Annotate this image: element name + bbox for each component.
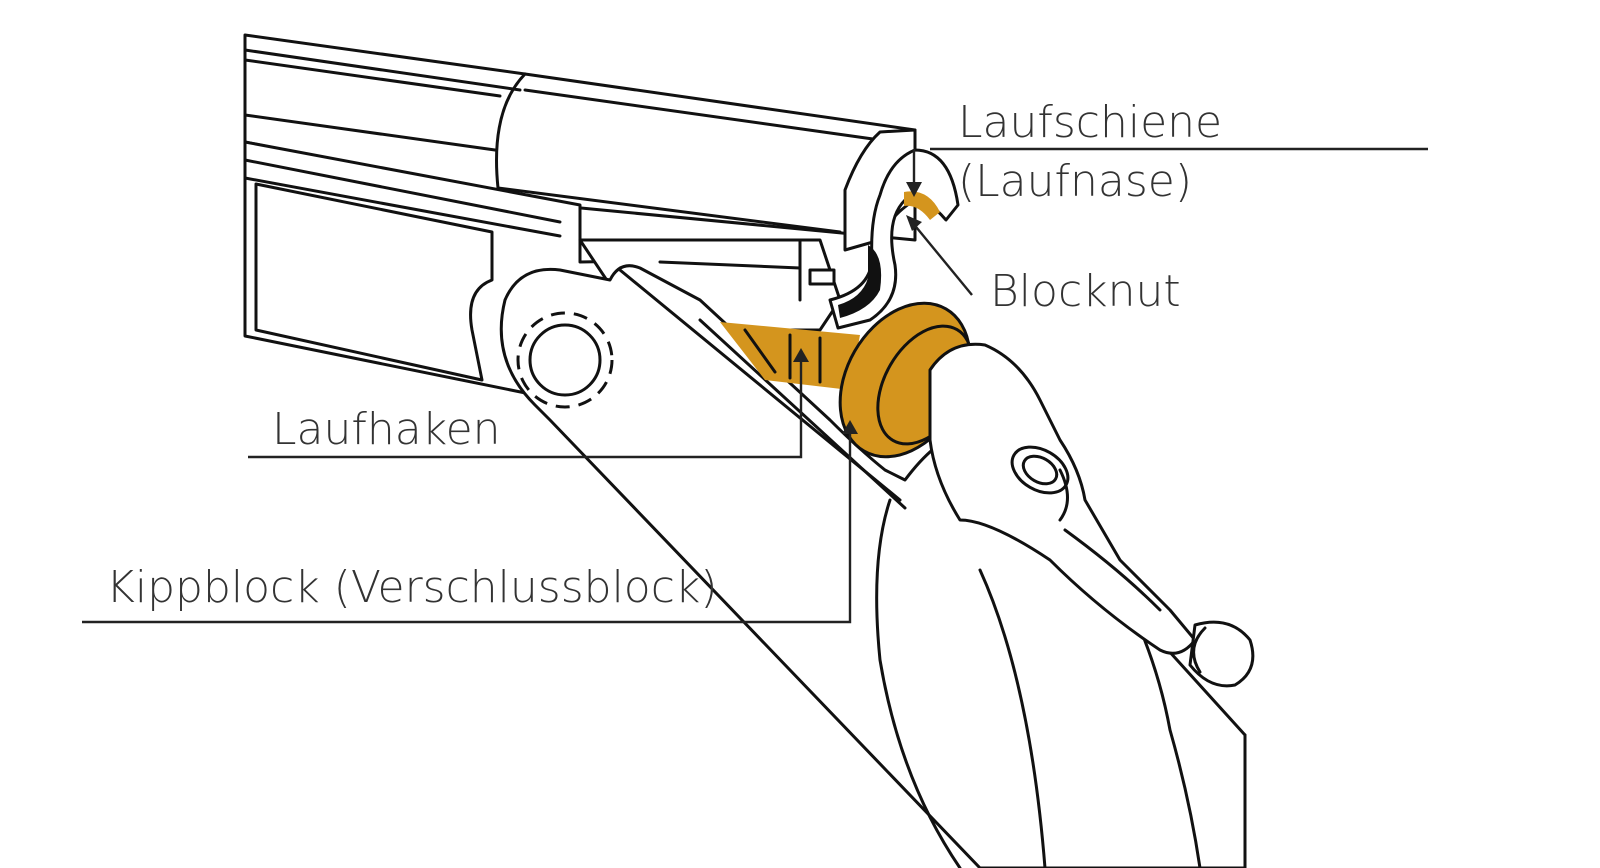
blocknut-highlight [904, 191, 940, 220]
blocknut-arrow [911, 221, 973, 296]
receiver-body [499, 264, 1247, 868]
laufhaken-leader [248, 356, 803, 459]
label-blocknut: Blocknut [990, 266, 1181, 317]
label-laufnase: (Laufnase) [958, 156, 1192, 207]
kippblock-leader [82, 428, 852, 624]
label-laufhaken: Laufhaken [272, 404, 501, 455]
label-laufschiene: Laufschiene [958, 97, 1222, 148]
label-kippblock: Kippblock (Verschlussblock) [106, 562, 718, 613]
barrel-lug-hook [828, 148, 960, 330]
locking-block [720, 301, 1255, 688]
leader-lines [82, 147, 1428, 624]
